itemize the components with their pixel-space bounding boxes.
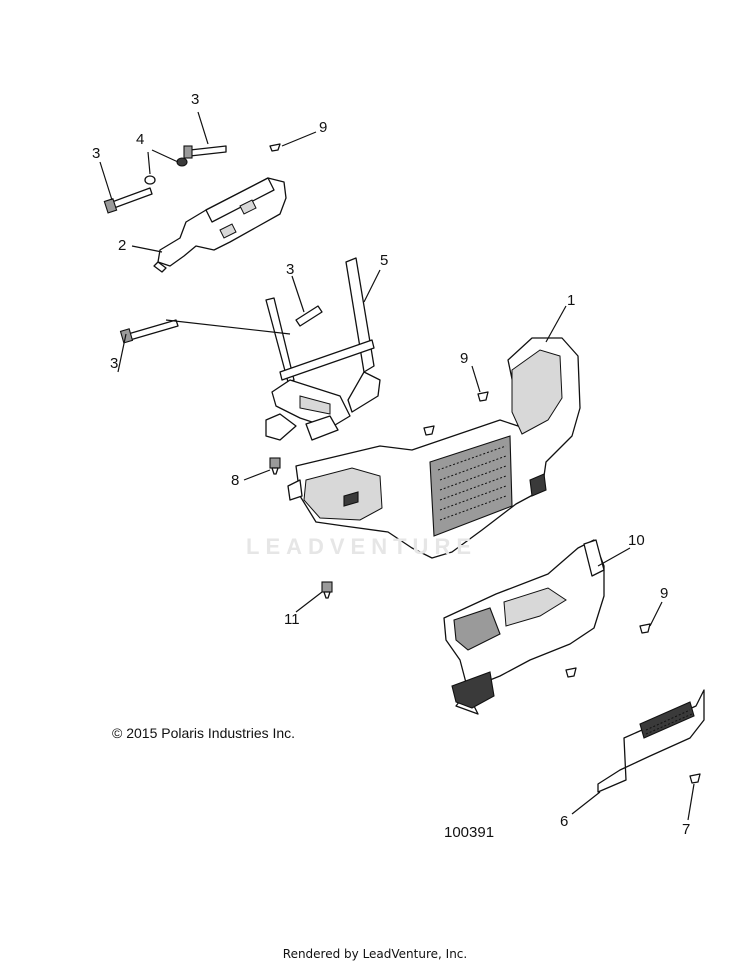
callout-3: 3 — [286, 261, 295, 278]
callout-7: 7 — [682, 821, 691, 838]
callout-9: 9 — [660, 585, 669, 602]
bolt-part-3-left — [103, 187, 153, 214]
callout-3: 3 — [191, 91, 200, 108]
bolt-part-3-upper — [183, 145, 227, 159]
callout-10: 10 — [628, 532, 645, 549]
pushpin-part-11 — [321, 581, 333, 599]
support-frame-part-5 — [265, 257, 381, 441]
screw-part-7 — [689, 773, 701, 784]
screw-part-9-bumper — [565, 623, 651, 678]
callout-4: 4 — [136, 131, 145, 148]
callout-5: 5 — [380, 252, 389, 269]
callout-8: 8 — [231, 472, 240, 489]
washer-nut-part-4 — [144, 157, 188, 185]
pushpin-part-8 — [269, 457, 281, 475]
leader-lines — [99, 111, 695, 821]
screw-part-9-fascia — [423, 391, 489, 436]
callout-9: 9 — [319, 119, 328, 136]
footer-credit: Rendered by LeadVenture, Inc. — [282, 947, 468, 961]
callout-3: 3 — [110, 355, 119, 372]
copyright-notice: © 2015 Polaris Industries Inc. — [112, 725, 296, 741]
bolt-part-3-lower — [119, 319, 179, 344]
callout-9: 9 — [460, 350, 469, 367]
front-fascia-part-1 — [287, 337, 581, 559]
bracket-part-2 — [153, 177, 287, 273]
lower-bumper-part-10 — [443, 539, 605, 715]
skid-panel-part-6 — [597, 689, 705, 793]
watermark: LEADVENTURE — [246, 534, 478, 559]
diagram-number: 100391 — [444, 824, 495, 841]
callout-1: 1 — [567, 292, 576, 309]
callout-2: 2 — [118, 237, 127, 254]
callout-3: 3 — [92, 145, 101, 162]
callout-11: 11 — [284, 611, 300, 628]
callout-6: 6 — [560, 813, 569, 830]
screw-part-9-upper — [269, 143, 281, 152]
bolt-part-3-middle — [295, 305, 323, 327]
